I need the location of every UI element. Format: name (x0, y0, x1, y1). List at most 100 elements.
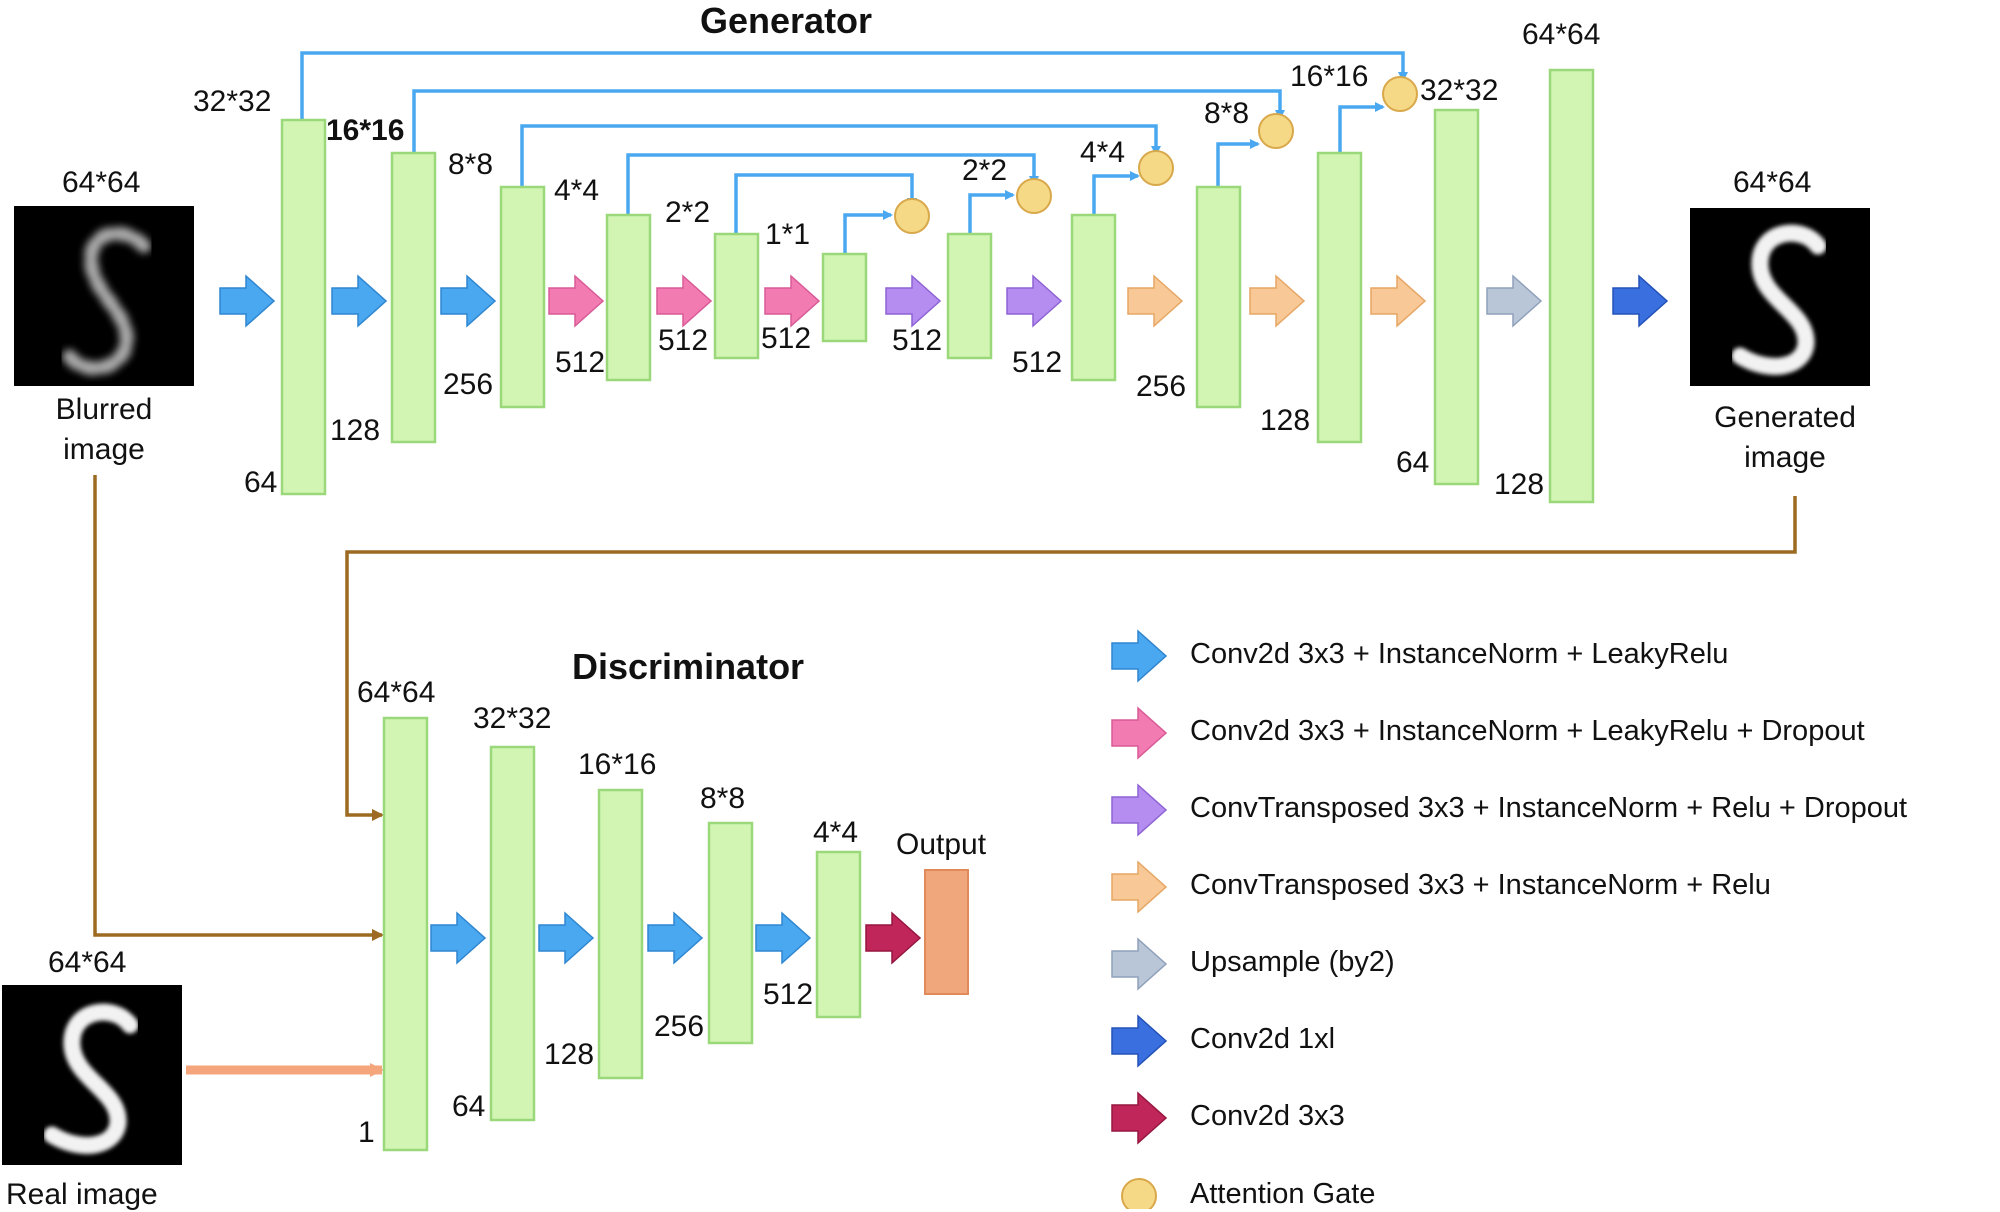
channel-label: 128 (544, 1038, 595, 1071)
generated-image-caption-line: Generated (1714, 401, 1856, 434)
conv-leakyrelu-arrow (647, 911, 704, 965)
conv-leakyrelu-arrow (440, 274, 497, 328)
decoder-block-4 (1070, 213, 1117, 382)
attention-gate (1016, 178, 1052, 214)
resolution-label: 32*32 (473, 702, 552, 735)
resolution-label: 4*4 (554, 174, 600, 207)
channel-label: 256 (443, 368, 494, 401)
conv-leakyrelu-arrow (430, 911, 487, 965)
resolution-label: 8*8 (448, 148, 494, 181)
blurred-image-caption-line: Blurred (55, 393, 153, 426)
resolution-label: 8*8 (700, 782, 746, 815)
skip-connection-8 (520, 124, 1161, 187)
resolution-label: 1*1 (765, 218, 811, 251)
resolution-label: 32*32 (1420, 74, 1499, 107)
generated-to-discriminator-line (345, 496, 1797, 821)
resolution-label: 8*8 (1204, 97, 1250, 130)
encoder-block-32 (280, 118, 327, 496)
encoder-block-16 (390, 151, 437, 444)
real-image (2, 985, 182, 1165)
generated-image-caption-line: image (1744, 441, 1826, 474)
conv-leakyrelu-arrow (331, 274, 388, 328)
blurred-image-caption: Blurred image (14, 390, 194, 470)
disc-block-8 (707, 821, 754, 1045)
generator-blocks (280, 68, 1595, 504)
encoder-block-4 (605, 213, 652, 382)
legend-label: Attention Gate (1190, 1178, 1376, 1210)
blurred-image-caption-line: image (63, 433, 145, 466)
channel-label: 128 (330, 414, 381, 447)
channel-label: 64 (244, 466, 278, 499)
gate-input-5 (1338, 102, 1385, 153)
channel-label: 512 (555, 346, 606, 379)
resolution-label: 64*64 (357, 676, 436, 709)
skip-connection-32 (300, 51, 1408, 120)
resolution-label: 16*16 (578, 748, 657, 781)
attention-gate (1382, 76, 1418, 112)
legend-conv1x1-icon (1111, 1014, 1168, 1068)
generated-image (1690, 208, 1870, 386)
generated-image-size-label: 64*64 (1733, 166, 1812, 199)
gate-input-2 (968, 190, 1015, 234)
channel-label: 256 (654, 1010, 705, 1043)
output-block (924, 869, 969, 995)
legend-convtransposed-icon (1111, 860, 1168, 914)
conv3x3-arrow (865, 911, 922, 965)
channel-label: 128 (1260, 404, 1311, 437)
channel-label: 64 (1396, 446, 1430, 479)
convtransposed-dropout-arrow (885, 274, 942, 328)
discriminator-title: Discriminator (572, 646, 805, 687)
discriminator-connectors (93, 475, 1797, 1077)
channel-label: 512 (1012, 346, 1063, 379)
legend-label: Conv2d 3x3 + InstanceNorm + LeakyRelu (1190, 638, 1729, 670)
generator-title: Generator (700, 0, 873, 41)
real-image-size-label: 64*64 (48, 946, 127, 979)
legend-conv-leakyrelu-icon (1111, 629, 1168, 683)
skip-connections (300, 51, 1408, 254)
generator-arrows (219, 274, 1669, 328)
resolution-label: 4*4 (1080, 136, 1126, 169)
blurred-image-size-label: 64*64 (62, 166, 141, 199)
legend-conv3x3-icon (1111, 1091, 1168, 1145)
channel-label: 512 (892, 324, 943, 357)
legend-conv-dropout-icon (1111, 706, 1168, 760)
encoder-block-8 (499, 185, 546, 409)
legend-upsample-icon (1111, 937, 1168, 991)
discriminator-arrows (430, 911, 922, 965)
legend-icons (1111, 629, 1168, 1209)
resolution-label: 2*2 (962, 154, 1008, 187)
conv1x1-arrow (1612, 274, 1669, 328)
blurred-image (14, 206, 194, 386)
disc-block-16 (597, 788, 644, 1080)
decoder-block-2 (946, 232, 993, 360)
generated-image-caption: Generated image (1690, 398, 1880, 478)
legend-label: Conv2d 3x3 + InstanceNorm + LeakyRelu + … (1190, 715, 1865, 747)
convtransposed-arrow (1127, 274, 1184, 328)
conv-dropout-arrow (656, 274, 713, 328)
decoder-block-16 (1316, 151, 1363, 444)
attention-gate (1138, 150, 1174, 186)
conv-leakyrelu-arrow (219, 274, 276, 328)
conv-dropout-arrow (548, 274, 605, 328)
skip-connection-4 (626, 153, 1039, 215)
channel-label: 512 (658, 324, 709, 357)
encoder-block-2 (713, 232, 760, 360)
legend-label: Upsample (by2) (1190, 946, 1395, 978)
channel-label: 1 (358, 1116, 375, 1149)
convtransposed-arrow (1370, 274, 1427, 328)
legend-label: Conv2d 3x3 (1190, 1100, 1345, 1132)
legend-label: Conv2d 1xl (1190, 1023, 1336, 1055)
disc-block-64 (382, 716, 429, 1152)
decoder-block-8 (1195, 185, 1242, 409)
channel-label: 64 (452, 1090, 486, 1123)
disc-block-32 (489, 745, 536, 1122)
convtransposed-arrow (1249, 274, 1306, 328)
conv-dropout-arrow (764, 274, 821, 328)
conv-leakyrelu-arrow (755, 911, 812, 965)
blurred-to-discriminator-line (93, 475, 384, 941)
channel-label: 512 (761, 322, 812, 355)
legend-label: ConvTransposed 3x3 + InstanceNorm + Relu… (1190, 792, 1908, 824)
conv-leakyrelu-arrow (538, 911, 595, 965)
gate-input-3 (1092, 171, 1140, 215)
